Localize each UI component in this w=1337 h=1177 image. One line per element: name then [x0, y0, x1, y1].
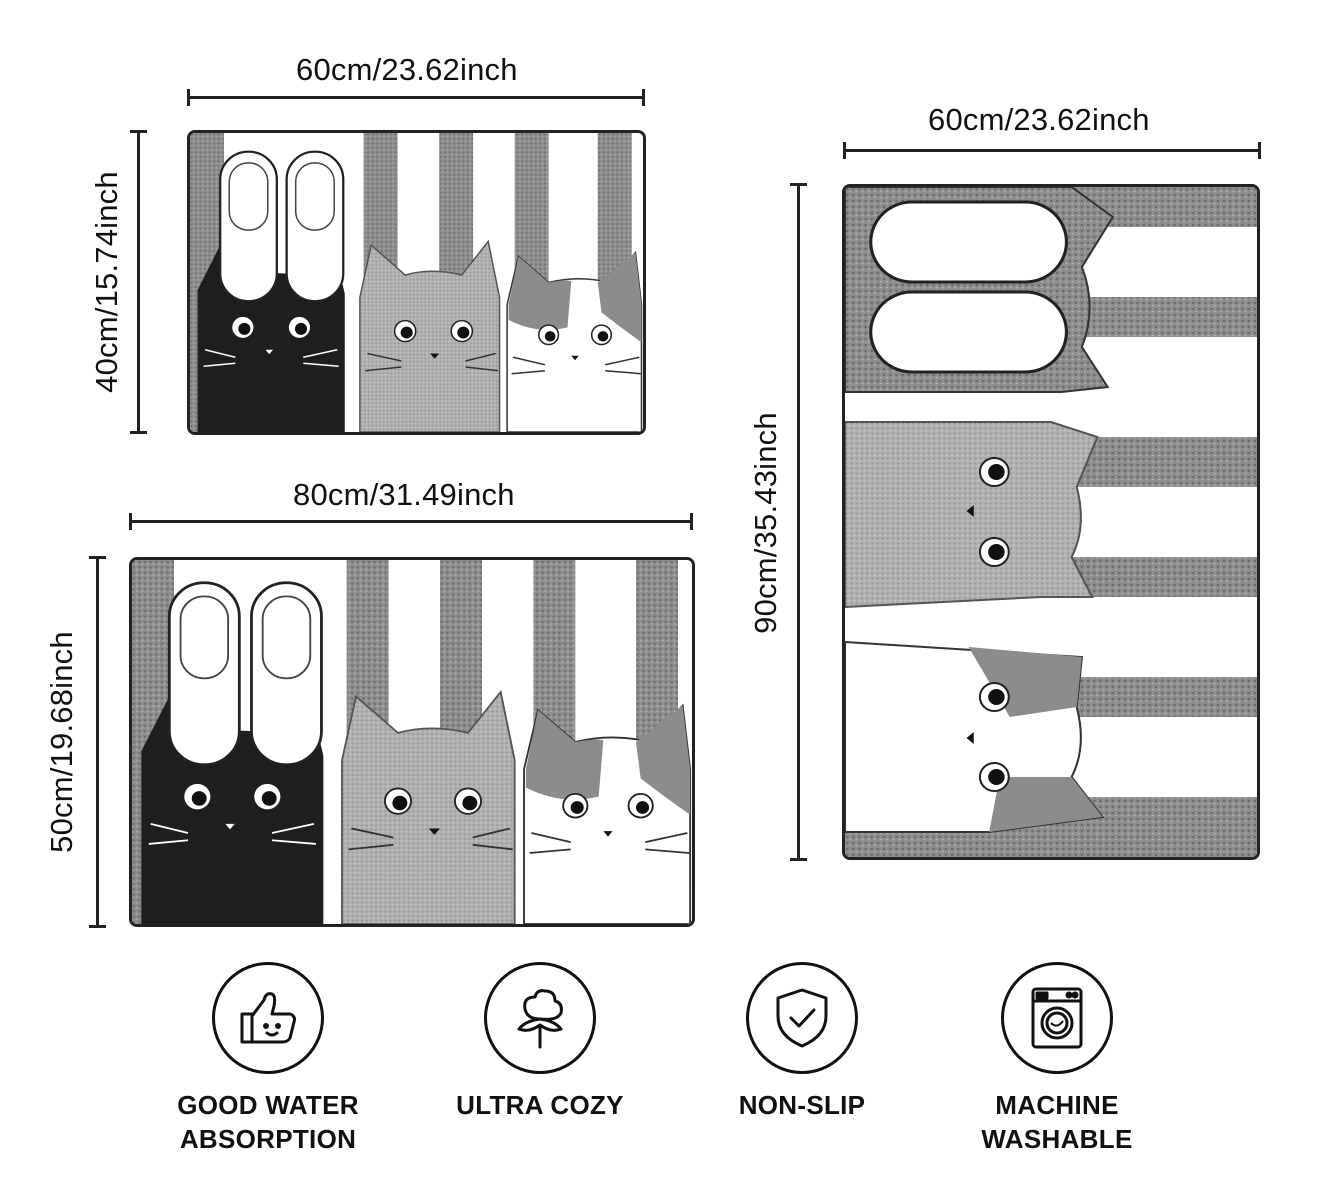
feature-label-line1: MACHINE: [995, 1090, 1119, 1120]
medium-height-dimension-line: [89, 556, 106, 928]
washing-machine-icon: [1001, 962, 1113, 1074]
feature-label-line1: ULTRA COZY: [456, 1090, 624, 1120]
small-mat-image: [187, 130, 646, 435]
shield-check-icon: [746, 962, 858, 1074]
medium-mat-image: [129, 557, 695, 927]
medium-width-label: 80cm/31.49inch: [293, 477, 515, 512]
large-mat-image: [842, 184, 1260, 860]
feature-machine-washable: MACHINE WASHABLE: [937, 962, 1177, 1156]
small-height-label: 40cm/15.74inch: [89, 171, 124, 393]
large-height-dimension-line: [790, 183, 807, 861]
small-width-label: 60cm/23.62inch: [296, 52, 518, 87]
thumbs-up-icon: [212, 962, 324, 1074]
feature-non-slip: NON-SLIP: [682, 962, 922, 1122]
medium-width-dimension-line: [129, 513, 693, 530]
feature-label-line1: NON-SLIP: [738, 1090, 866, 1120]
feature-label-line1: GOOD WATER: [177, 1090, 359, 1120]
large-width-dimension-line: [843, 142, 1261, 159]
feature-label-line2: WASHABLE: [981, 1124, 1133, 1154]
small-width-dimension-line: [187, 89, 645, 106]
large-width-label: 60cm/23.62inch: [928, 102, 1150, 137]
cotton-icon: [484, 962, 596, 1074]
small-height-dimension-line: [130, 130, 147, 434]
feature-ultra-cozy: ULTRA COZY: [420, 962, 660, 1122]
feature-water-absorption: GOOD WATER ABSORPTION: [148, 962, 388, 1156]
large-height-label: 90cm/35.43inch: [748, 412, 783, 634]
medium-height-label: 50cm/19.68inch: [44, 631, 79, 853]
feature-label-line2: ABSORPTION: [179, 1124, 357, 1154]
